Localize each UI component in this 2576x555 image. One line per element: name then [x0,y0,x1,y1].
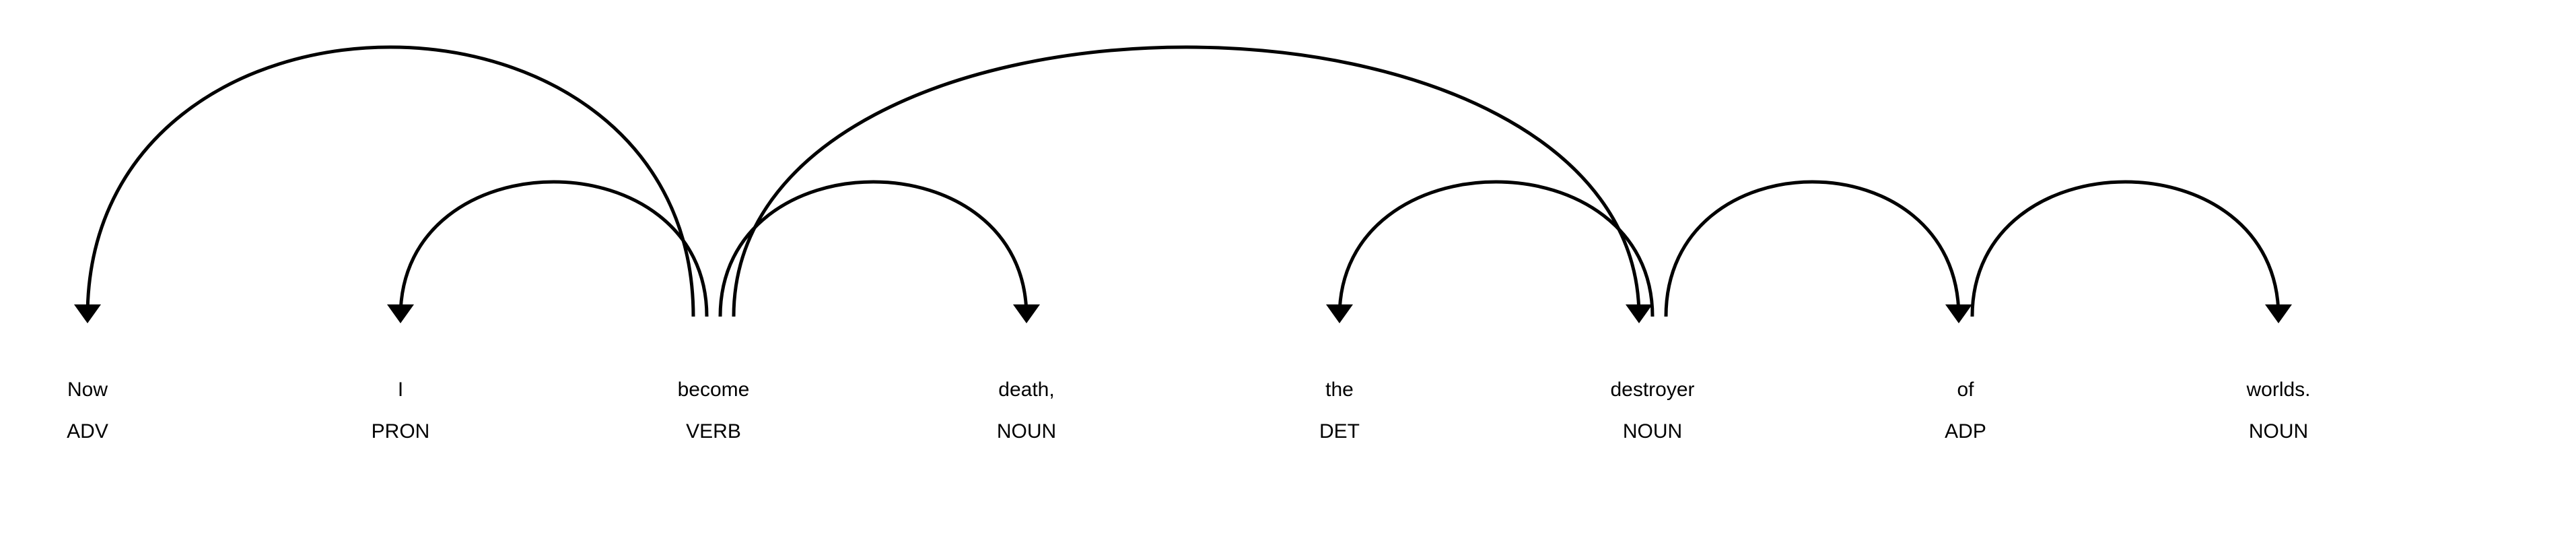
token-tag: ADV [67,420,108,443]
dependency-arc [1664,180,1961,317]
token-tag: ADP [1945,420,1986,443]
token-tag: VERB [686,420,741,443]
token-word: destroyer [1610,379,1694,401]
dependency-arc [1970,180,2281,317]
arrowhead-icon [74,304,101,323]
arrowhead-icon [2265,304,2292,323]
token-word: become [678,379,750,401]
token-tag: DET [1319,420,1360,443]
dependency-arcs [74,45,2292,323]
token-row: Now ADV I PRON become VERB death, NOUN t… [67,379,2310,443]
dependency-arc [732,45,1641,317]
arrowhead-icon [1013,304,1040,323]
token-word: the [1325,379,1354,401]
token-word: I [398,379,403,401]
arrowhead-icon [1326,304,1353,323]
token-word: of [1957,379,1974,401]
token-tag: NOUN [2249,420,2308,443]
token-word: worlds. [2246,379,2310,401]
dependency-arc [398,180,709,317]
arrowhead-icon [1626,304,1652,323]
token-word: Now [67,379,108,401]
dependency-arc [1337,180,1655,317]
token-tag: PRON [372,420,430,443]
dependency-arc [85,45,695,317]
arrowhead-icon [1945,304,1972,323]
token-word: death, [998,379,1054,401]
dependency-arc [718,180,1029,317]
token-tag: NOUN [1623,420,1682,443]
token-tag: NOUN [997,420,1056,443]
arrowhead-icon [387,304,414,323]
